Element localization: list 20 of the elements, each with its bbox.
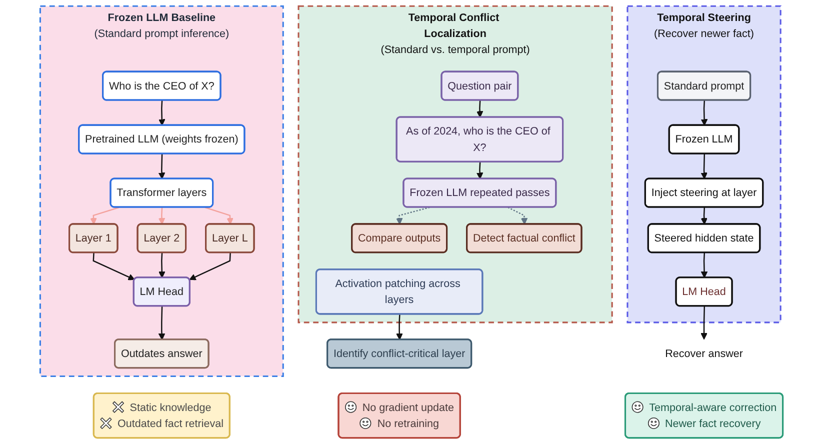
arrow xyxy=(158,100,166,126)
arrow xyxy=(158,207,166,225)
arrow xyxy=(189,252,231,280)
arrow xyxy=(700,252,708,278)
arrow xyxy=(90,206,120,225)
node-text: Recover answer xyxy=(665,347,743,360)
arrow xyxy=(476,100,484,118)
arrow xyxy=(700,306,708,340)
arrow xyxy=(476,162,484,180)
arrow xyxy=(158,306,166,340)
arrow xyxy=(700,100,708,126)
arrow xyxy=(396,206,430,225)
arrow xyxy=(508,206,528,225)
arrow xyxy=(158,154,166,180)
arrow xyxy=(700,207,708,225)
arrow xyxy=(396,314,403,340)
arrow xyxy=(158,252,166,278)
arrow xyxy=(700,154,708,180)
arrow xyxy=(92,252,135,280)
arrow xyxy=(204,206,234,225)
